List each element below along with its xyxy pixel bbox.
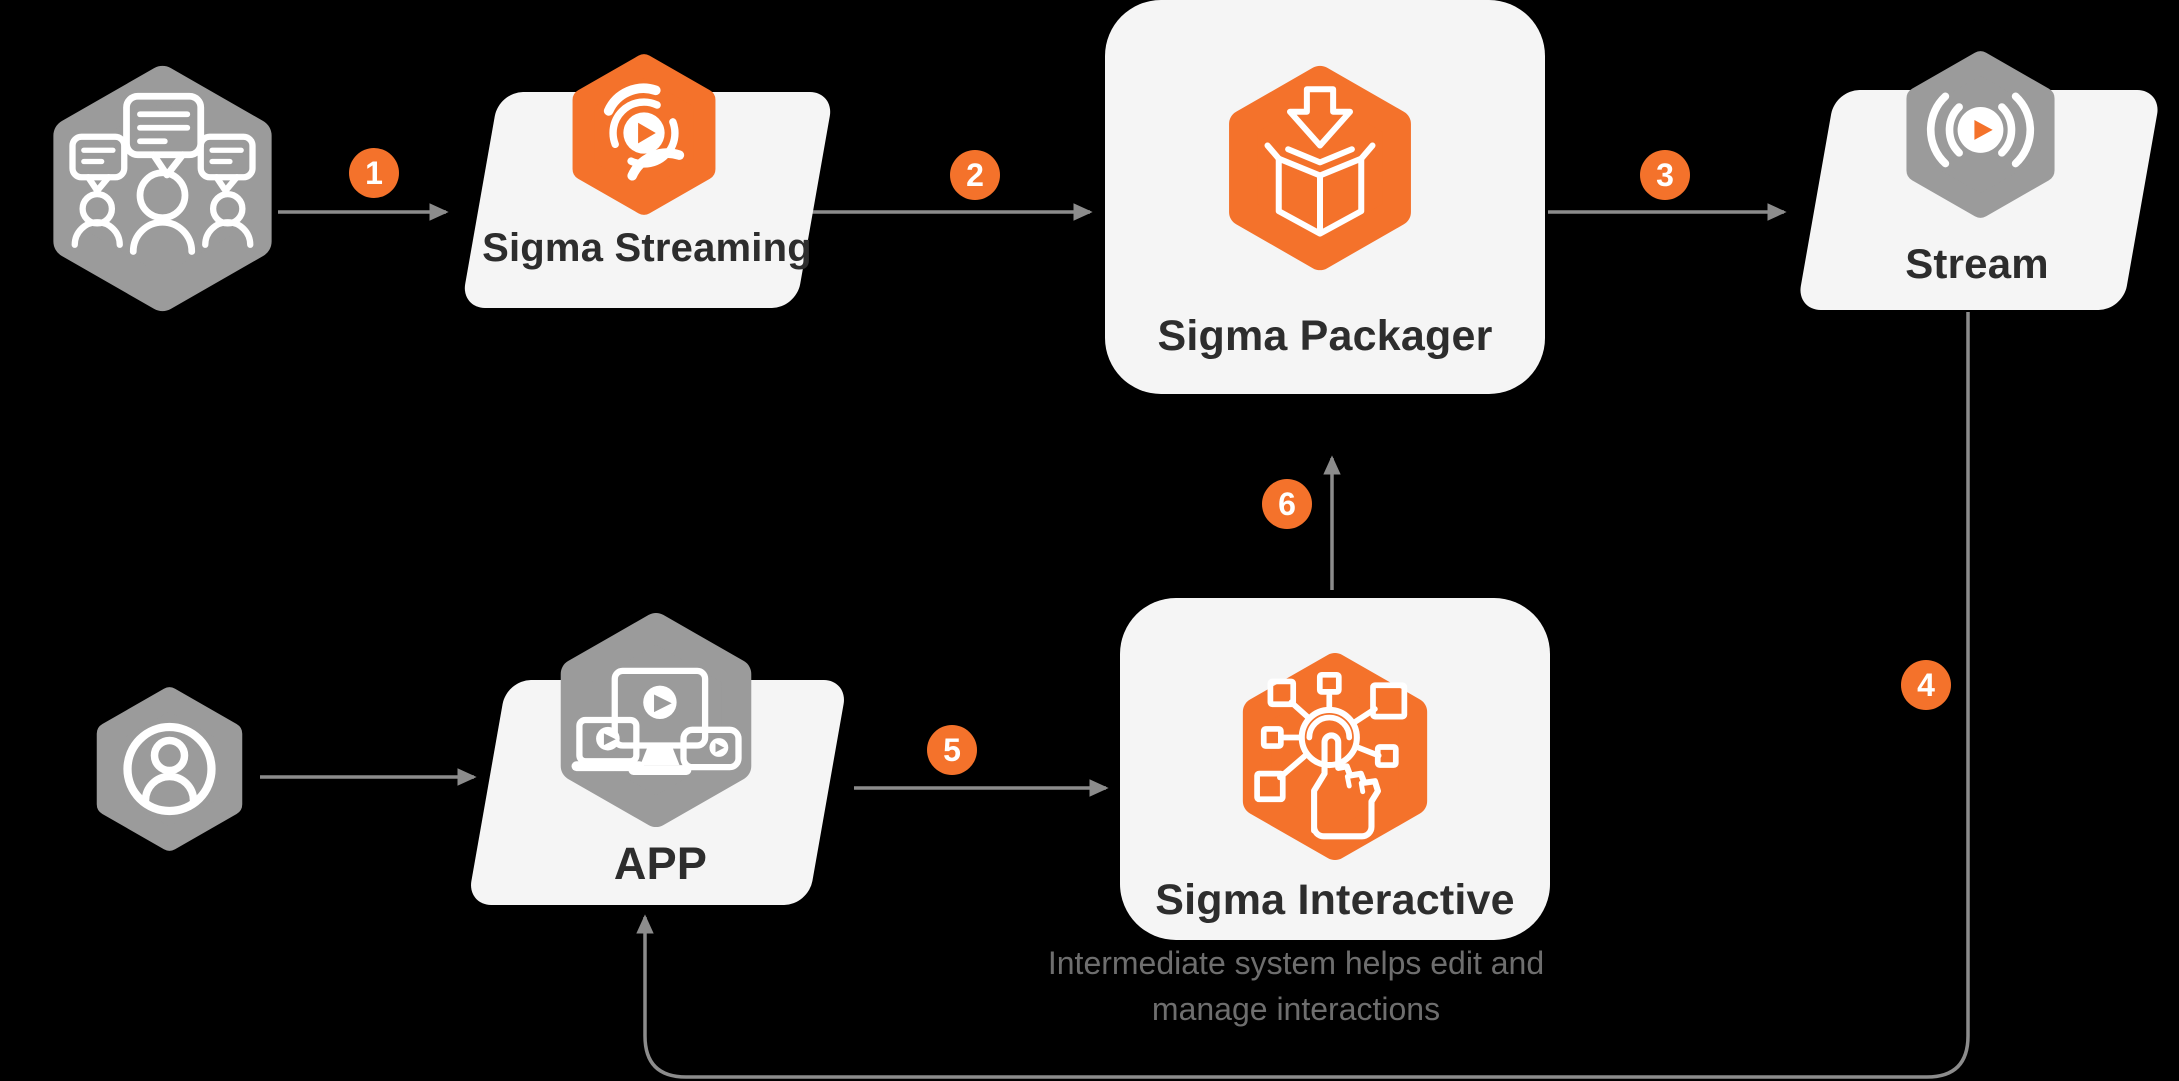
caption-line-2: manage interactions <box>1151 991 1441 1028</box>
step-badge-5: 5 <box>927 725 977 775</box>
step-badge-2: 2 <box>950 150 1000 200</box>
sigma-packager-label: Sigma Packager <box>1157 312 1493 360</box>
user-icon <box>96 687 243 851</box>
app-label: APP <box>613 838 708 889</box>
step-badge-3: 3 <box>1640 150 1690 200</box>
caption-line-1: Intermediate system helps edit and <box>1047 945 1545 981</box>
stream-label: Stream <box>1905 240 2049 287</box>
step-badge-1: 1 <box>349 148 399 198</box>
sigma-streaming-icon <box>572 54 716 215</box>
sigma-interactive-touch-icon <box>1242 652 1428 861</box>
audience-chat-icon <box>53 65 272 312</box>
sigma-interactive-label: Sigma Interactive <box>1155 876 1515 924</box>
stream-broadcast-icon <box>1906 51 2055 218</box>
sigma-interactive-caption: Intermediate system helps edit and manag… <box>976 940 1616 1033</box>
sigma-streaming-label: Sigma Streaming <box>482 226 812 270</box>
step-badge-6: 6 <box>1262 479 1312 529</box>
arrow-4-stream-to-app <box>636 312 1970 1079</box>
app-devices-icon <box>560 612 752 828</box>
sigma-packager-box-icon <box>1229 65 1411 271</box>
step-badge-4: 4 <box>1901 660 1951 710</box>
